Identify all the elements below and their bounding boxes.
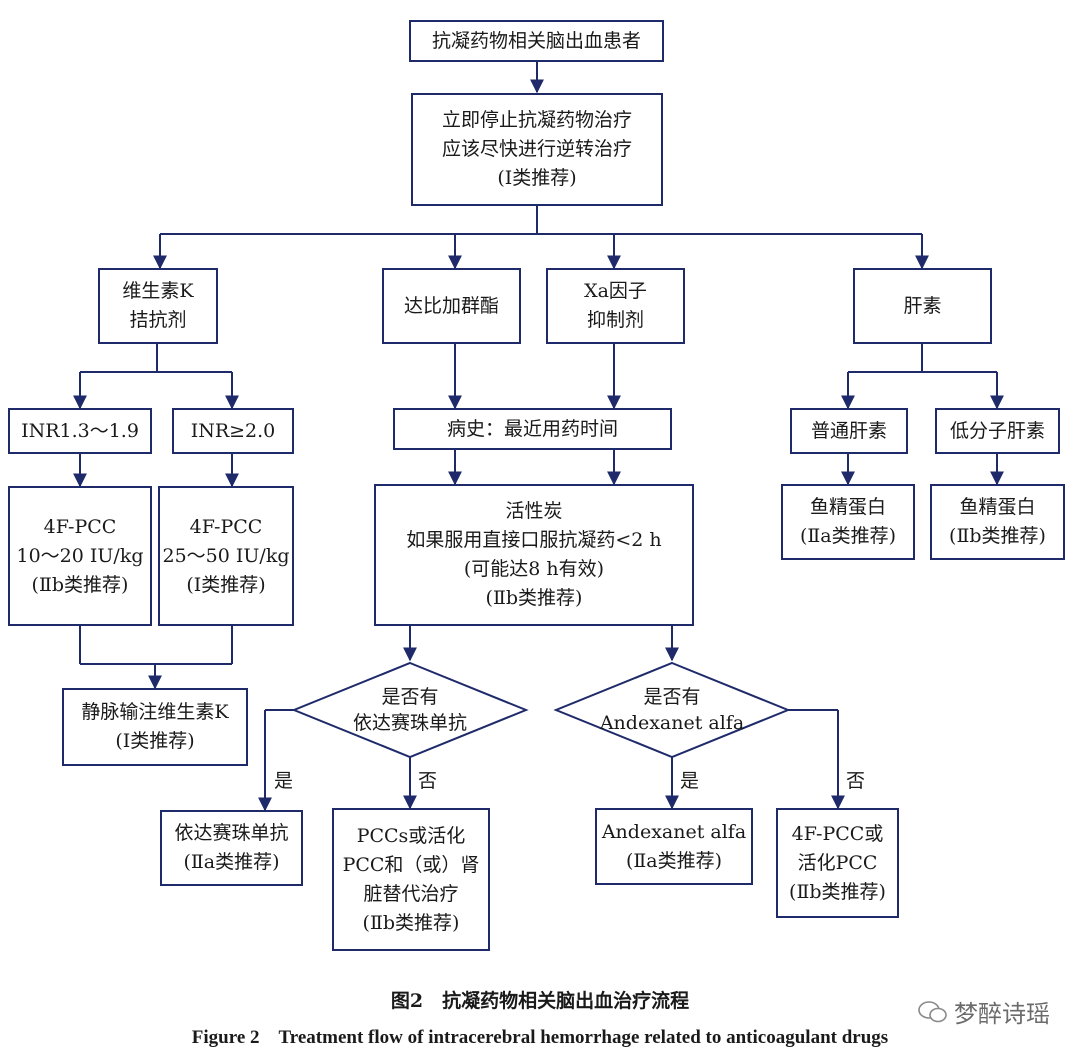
node-protamine-lmwh: 鱼精蛋白 (Ⅱb类推荐) [930, 484, 1065, 560]
node-text-line: 维生素K [122, 280, 194, 302]
node-text-line: 低分子肝素 [949, 419, 1045, 442]
node-text-line: Xa因子 [584, 280, 647, 302]
node-text-line: 如果服用直接口服抗凝药<2 h [406, 529, 662, 551]
figure-caption-en: Figure 2 Treatment flow of intracerebral… [191, 1027, 889, 1048]
node-text-line: 脏替代治疗 [363, 882, 459, 905]
node-text-line: 25～50 IU/kg [162, 544, 290, 567]
node-text-line: 10～20 IU/kg [16, 544, 144, 567]
node-ufh: 普通肝素 [790, 408, 908, 454]
node-text-line: (Ⅱa类推荐) [183, 851, 280, 873]
node-iv-vitamin-k: 静脉输注维生素K (Ⅰ类推荐) [62, 688, 248, 766]
node-text-line: (Ⅰ类推荐) [186, 573, 266, 596]
node-text-line: 抑制剂 [586, 309, 644, 331]
node-activated-charcoal: 活性炭如果服用直接口服抗凝药<2 h (可能达8 h有效) (Ⅱb类推荐) [374, 484, 694, 626]
node-text-line: (Ⅱb类推荐) [789, 880, 886, 903]
node-stop-anticoagulant: 立即停止抗凝药物治疗应该尽快进行逆转治疗 (Ⅰ类推荐) [411, 93, 663, 206]
node-xa-inhibitor: Xa因子抑制剂 [546, 268, 685, 344]
node-text-line: Andexanet alfa [601, 820, 747, 843]
decision-andexanet-text: 是否有 Andexanet alfa [572, 684, 772, 736]
decision-idarucizumab-text: 是否有依达赛珠单抗 [310, 684, 510, 736]
decision-diamond-idarucizumab [291, 661, 529, 759]
node-text-line: INR1.3～1.9 [21, 419, 139, 442]
node-heparin: 肝素 [853, 268, 992, 344]
node-history: 病史：最近用药时间 [393, 408, 672, 450]
node-text-line: 活性炭 [505, 500, 563, 522]
node-pcc-low-dose: 4F-PCC 10～20 IU/kg (Ⅱb类推荐) [8, 486, 152, 626]
node-inr-high: INR≥2.0 [172, 408, 294, 454]
node-text-line: 拮抗剂 [129, 309, 187, 331]
node-text-line: (Ⅱb类推荐) [949, 525, 1046, 547]
node-text-line: 抗凝药物相关脑出血患者 [431, 29, 641, 52]
node-patient: 抗凝药物相关脑出血患者 [409, 20, 664, 62]
node-text-line: 应该尽快进行逆转治疗 [441, 138, 632, 160]
node-protamine-ufh: 鱼精蛋白 (Ⅱa类推荐) [781, 484, 915, 560]
node-andexanet: Andexanet alfa (Ⅱa类推荐) [595, 808, 753, 885]
edge-label-ida-yes: 是 [274, 770, 294, 792]
node-text-line: 鱼精蛋白 [959, 496, 1036, 518]
node-text-line: (Ⅰ类推荐) [497, 167, 577, 189]
node-text-line: (Ⅱb类推荐) [485, 587, 583, 609]
node-text-line: PCCs或活化 [356, 824, 466, 847]
node-text-line: INR≥2.0 [190, 419, 276, 442]
node-dabigatran: 达比加群酯 [382, 268, 521, 344]
node-text-line: 依达赛珠单抗 [352, 712, 467, 734]
node-text-line: (Ⅰ类推荐) [115, 730, 195, 752]
edge-label-andex-no: 否 [846, 770, 866, 792]
node-text-line: 静脉输注维生素K [81, 701, 229, 723]
edge-label-ida-no: 否 [418, 770, 438, 792]
node-text-line: (Ⅱa类推荐) [799, 525, 897, 547]
figure-caption-zh: 图2 抗凝药物相关脑出血治疗流程 [390, 990, 690, 1012]
node-text-line: 达比加群酯 [403, 294, 499, 317]
decision-diamond-andexanet [553, 661, 791, 759]
node-vka: 维生素K 拮抗剂 [98, 268, 218, 344]
node-text-line: 4F-PCC [189, 515, 263, 538]
watermark-text: 梦醉诗瑶 [954, 1000, 1050, 1028]
node-text-line: (Ⅱa类推荐) [625, 849, 723, 872]
node-text-line: 鱼精蛋白 [809, 496, 886, 518]
node-pccs-or-renal: PCCs或活化 PCC和（或）肾脏替代治疗 (Ⅱb类推荐) [332, 808, 490, 951]
node-text-line: (可能达8 h有效) [463, 558, 605, 580]
node-text-line: 病史：最近用药时间 [446, 417, 618, 440]
node-inr-low: INR1.3～1.9 [8, 408, 152, 454]
node-text-line: 肝素 [903, 294, 942, 317]
node-text-line: (Ⅱb类推荐) [31, 573, 129, 596]
node-text-line: 4F-PCC或 [791, 822, 884, 845]
node-text-line: 活化PCC [797, 851, 878, 874]
node-text-line: 立即停止抗凝药物治疗 [441, 109, 632, 131]
edge-label-andex-yes: 是 [680, 770, 700, 792]
node-text-line: (Ⅱb类推荐) [362, 911, 460, 934]
node-pcc-high-dose: 4F-PCC 25～50 IU/kg (Ⅰ类推荐) [158, 486, 294, 626]
node-text-line: 4F-PCC [43, 515, 117, 538]
node-text-line: 普通肝素 [810, 419, 887, 442]
node-lmwh: 低分子肝素 [935, 408, 1060, 454]
node-4f-pcc-or-activated: 4F-PCC或活化PCC (Ⅱb类推荐) [776, 808, 899, 918]
node-text-line: 是否有 [381, 686, 439, 708]
node-text-line: 依达赛珠单抗 [174, 822, 289, 844]
watermark: 梦醉诗瑶 [918, 994, 1050, 1029]
node-text-line: PCC和（或）肾 [342, 853, 480, 876]
node-text-line: 是否有 [643, 686, 701, 708]
node-text-line: Andexanet alfa [599, 712, 745, 734]
wechat-icon [918, 1000, 948, 1024]
node-idarucizumab: 依达赛珠单抗 (Ⅱa类推荐) [160, 810, 303, 886]
